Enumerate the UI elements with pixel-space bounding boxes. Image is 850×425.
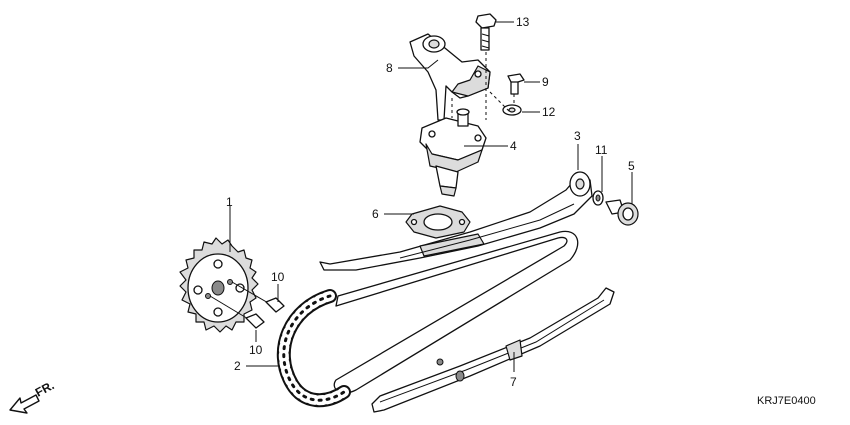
callout-7: 7 xyxy=(510,375,517,389)
part-13-bolt xyxy=(475,13,497,51)
part-4-tensioner xyxy=(419,108,487,197)
callout-2: 2 xyxy=(234,359,241,373)
callout-3: 3 xyxy=(574,129,581,143)
callout-4: 4 xyxy=(510,139,517,153)
part-3-slipper xyxy=(319,171,593,271)
callout-6: 6 xyxy=(372,207,379,221)
callout-labels: 1 2 3 4 5 6 7 8 9 10 10 11 12 13 xyxy=(226,15,635,389)
callout-13: 13 xyxy=(516,15,530,29)
part-8-bracket xyxy=(409,33,491,121)
callout-1: 1 xyxy=(226,195,233,209)
callout-12: 12 xyxy=(542,105,556,119)
callout-8: 8 xyxy=(386,61,393,75)
callout-10-upper: 10 xyxy=(271,270,285,284)
part-5-pivot-bolt xyxy=(605,199,639,226)
callout-11: 11 xyxy=(595,143,608,157)
part-2-cam-chain xyxy=(276,230,579,408)
part-12-washer xyxy=(502,104,522,116)
front-arrow-icon xyxy=(9,394,40,414)
callout-9: 9 xyxy=(542,75,549,89)
part-7-guide xyxy=(371,287,615,413)
part-10-bolts xyxy=(209,281,285,329)
front-direction-mark: FR. xyxy=(9,378,56,414)
leader-lines xyxy=(229,21,633,372)
part-11-washer xyxy=(592,190,604,206)
callout-5: 5 xyxy=(628,159,635,173)
part-6-gasket xyxy=(405,205,471,239)
part-9-bolt xyxy=(507,73,525,95)
drawing-code: KRJ7E0400 xyxy=(757,395,816,407)
part-1-sprocket xyxy=(179,237,259,333)
callout-10-lower: 10 xyxy=(249,343,263,357)
